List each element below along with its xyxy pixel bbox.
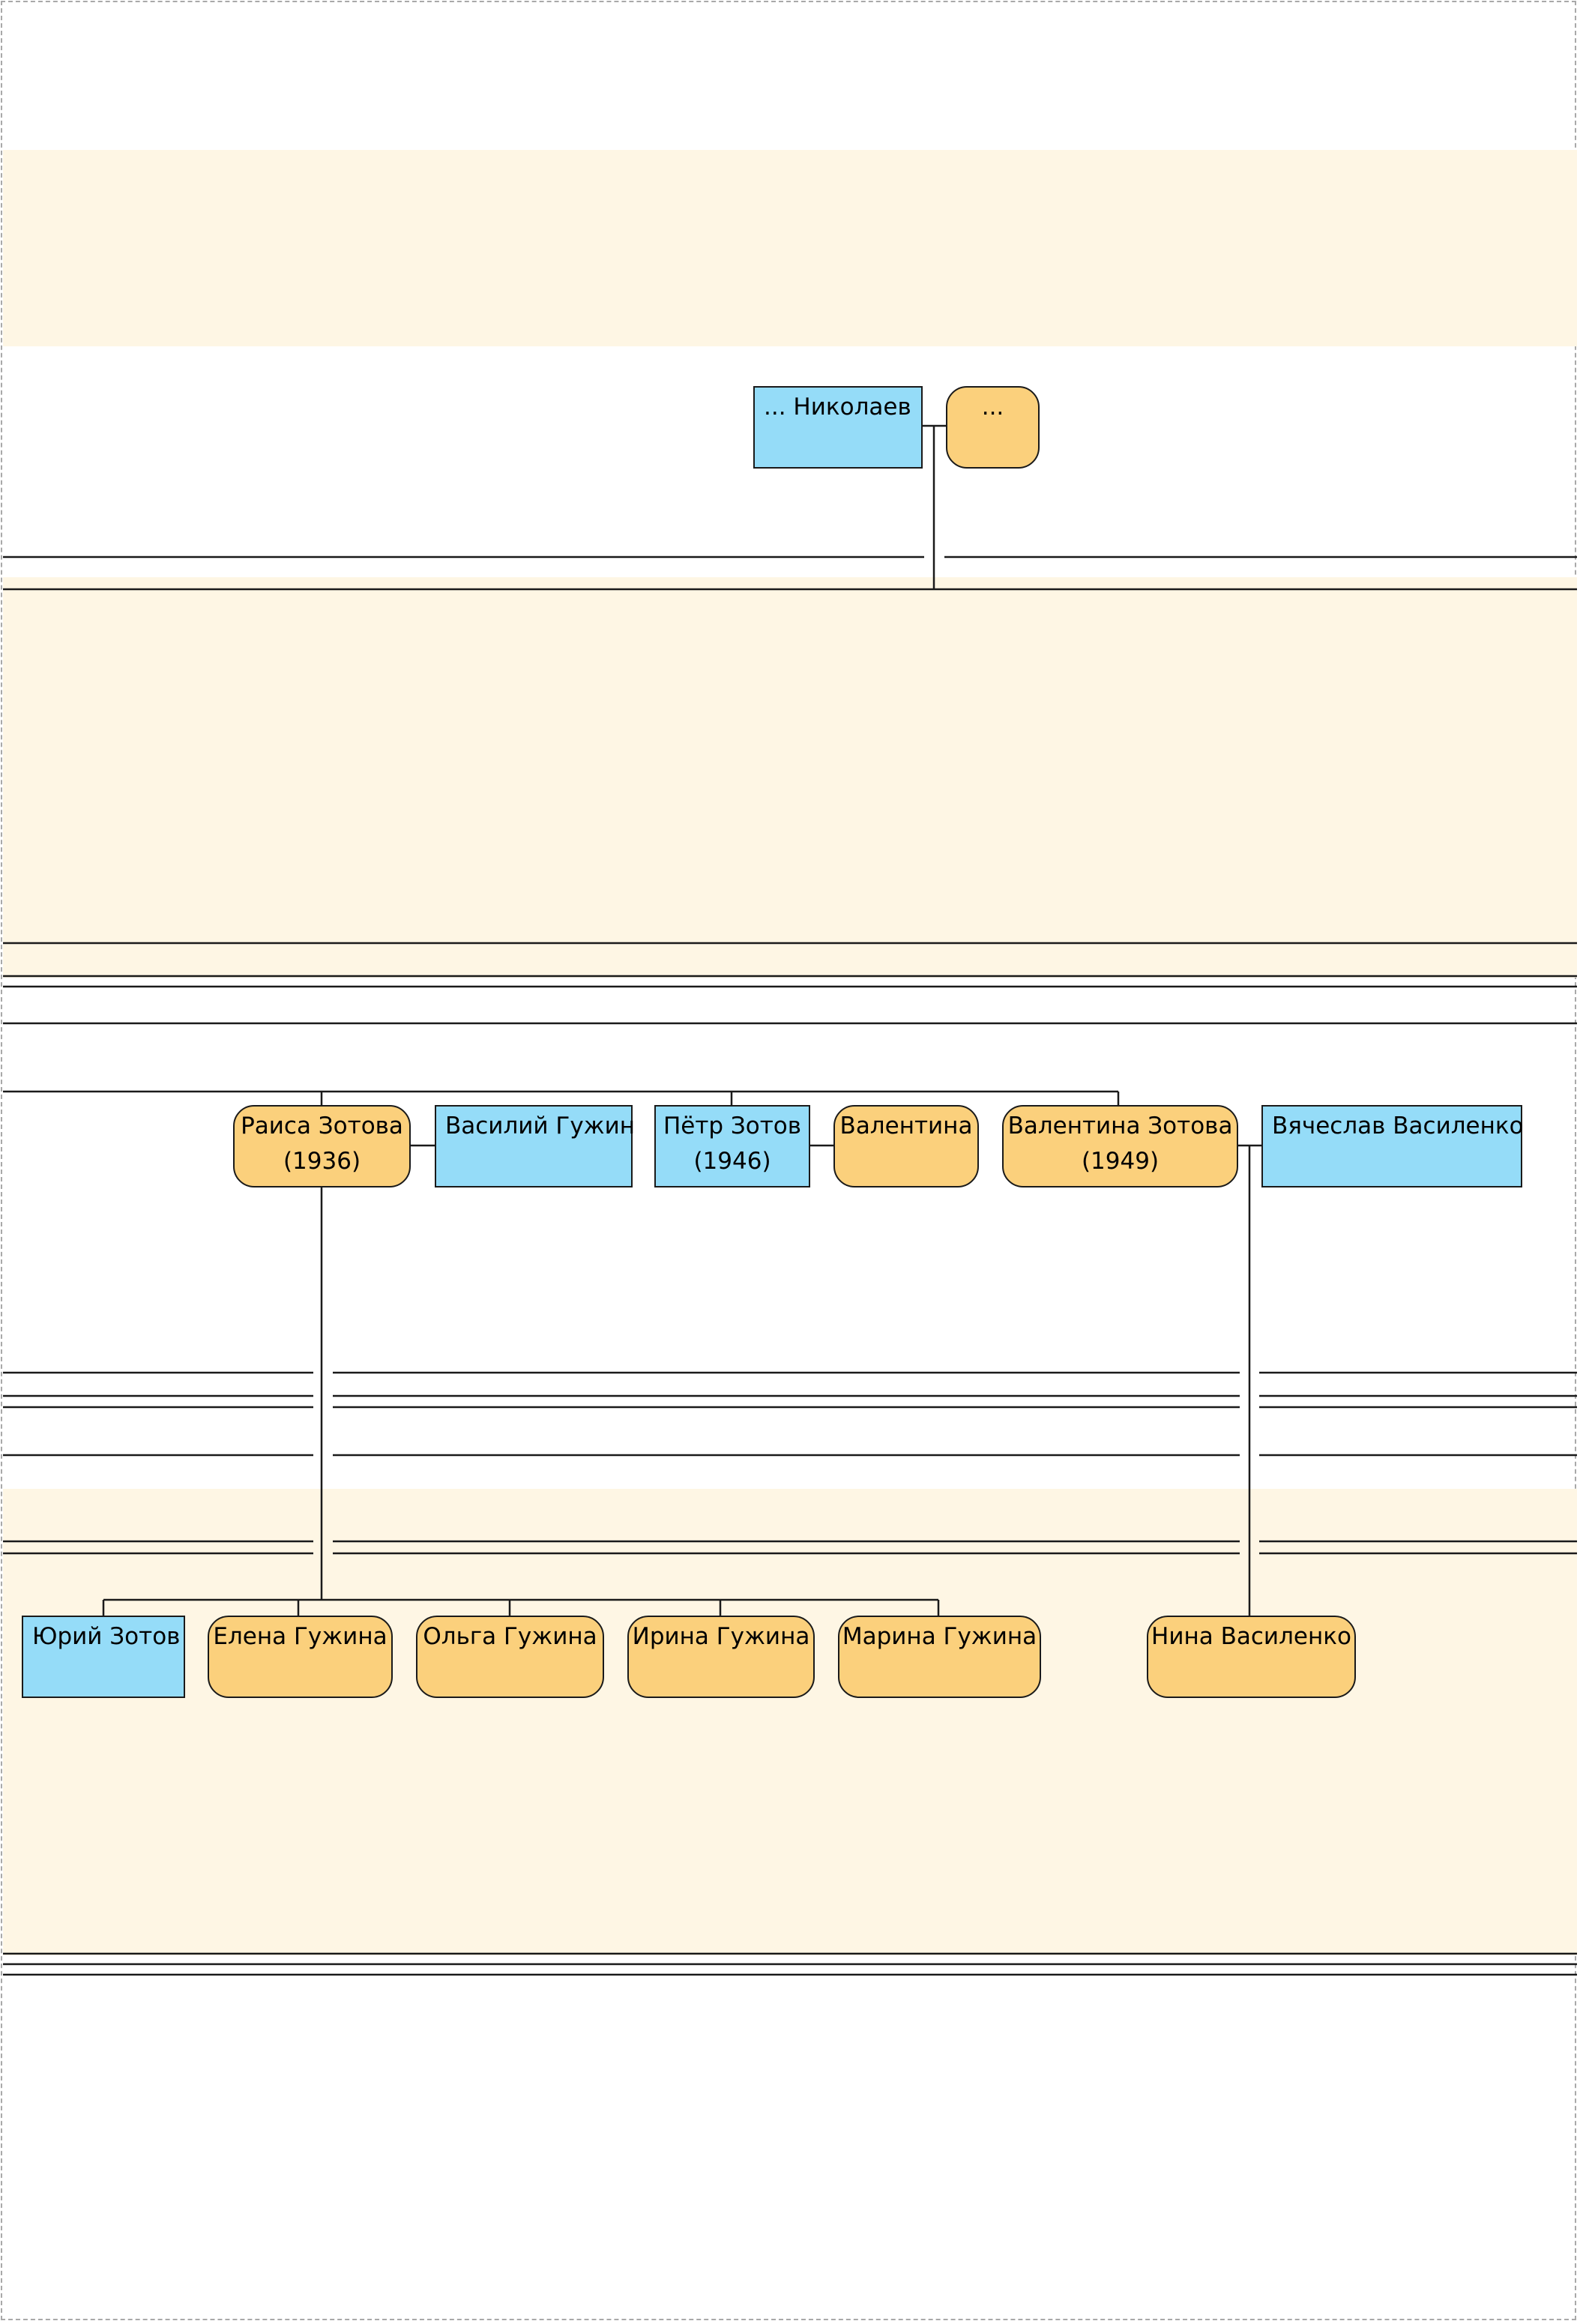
person-node-nikolaev[interactable]: ... Николаев	[753, 386, 923, 469]
person-node-nina[interactable]: Нина Василенко	[1147, 1616, 1356, 1698]
generation-band-3	[3, 1489, 1577, 1955]
person-node-elena[interactable]: Елена Гужина	[208, 1616, 393, 1698]
person-node-irina[interactable]: Ирина Гужина	[627, 1616, 815, 1698]
person-name: Ольга Гужина	[423, 1623, 597, 1650]
person-name: Юрий Зотов	[32, 1623, 181, 1650]
person-name: ... Николаев	[764, 394, 911, 421]
person-name: Ирина Гужина	[632, 1623, 810, 1650]
person-name: Раиса Зотова	[241, 1113, 403, 1140]
person-year: (1936)	[283, 1148, 361, 1175]
person-name: Валентина	[839, 1113, 973, 1140]
generation-band-2	[3, 577, 1577, 978]
person-name: Вячеслав Василенко	[1272, 1113, 1524, 1140]
person-node-vyacheslav[interactable]: Вячеслав Василенко	[1261, 1105, 1524, 1187]
person-node-raisa[interactable]: Раиса Зотова (1936)	[233, 1105, 411, 1187]
person-name: Нина Василенко	[1151, 1623, 1351, 1650]
generation-band-1	[3, 150, 1577, 346]
person-name: Валентина Зотова	[1007, 1113, 1233, 1140]
person-node-valentina-wife[interactable]: Валентина	[833, 1105, 979, 1187]
person-year: (1949)	[1081, 1148, 1160, 1175]
person-node-valentina[interactable]: Валентина Зотова (1949)	[1002, 1105, 1238, 1187]
person-year: (1946)	[693, 1148, 771, 1175]
person-name: Марина Гужина	[842, 1623, 1037, 1650]
person-name: Василий Гужин	[445, 1113, 636, 1140]
person-node-yury[interactable]: Юрий Зотов	[22, 1616, 185, 1698]
person-node-marina[interactable]: Марина Гужина	[838, 1616, 1041, 1698]
person-name: Пётр Зотов	[663, 1113, 802, 1140]
separator-group-gen3	[3, 1371, 1577, 1555]
person-node-nikolaev-wife[interactable]: ...	[946, 386, 1040, 469]
person-name: ...	[981, 394, 1004, 421]
person-node-vasily[interactable]: Василий Гужин	[435, 1105, 636, 1187]
person-node-petr[interactable]: Пётр Зотов (1946)	[654, 1105, 810, 1187]
person-name: Елена Гужина	[213, 1623, 388, 1650]
person-node-olga[interactable]: Ольга Гужина	[416, 1616, 604, 1698]
